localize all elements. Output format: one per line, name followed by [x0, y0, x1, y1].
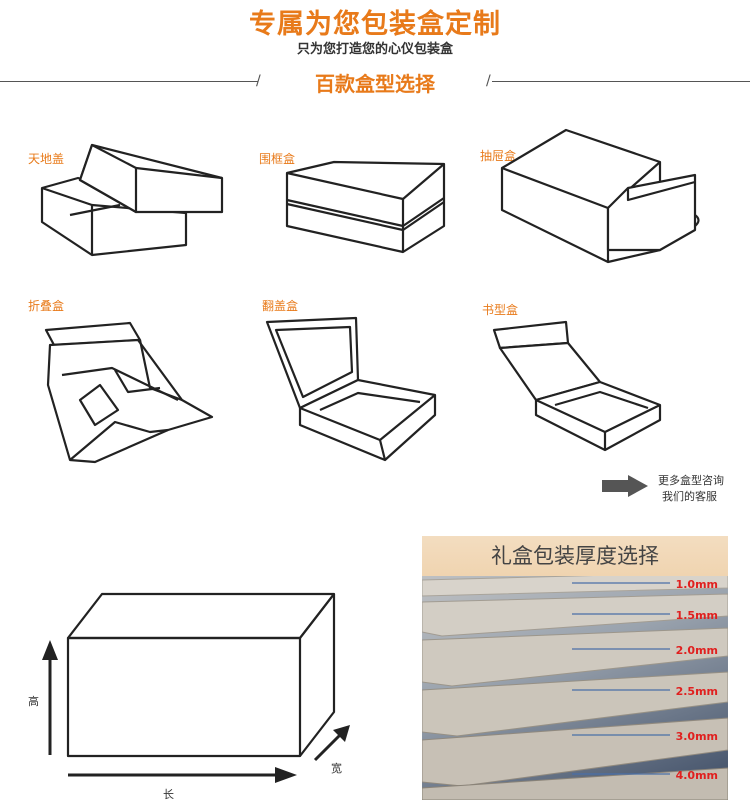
- thickness-option-5: 3.0mm: [675, 730, 718, 743]
- more-line-2: 我们的客服: [662, 490, 717, 503]
- section-title: 百款盒型选择: [315, 72, 435, 96]
- box-type-label-lid-base: 天地盖: [28, 152, 65, 166]
- thickness-option-1: 1.0mm: [675, 578, 718, 591]
- divider-left: [0, 81, 258, 82]
- width-arrow-icon: [313, 725, 350, 762]
- drawer-box-illustration: [500, 128, 700, 264]
- divider-slash-right: /: [486, 73, 491, 89]
- lid-base-box-illustration: [40, 143, 224, 257]
- more-box-types-info: 更多盒型咨询 我们的客服: [658, 473, 724, 505]
- page-subtitle: 只为您打造您的心仪包装盒: [296, 42, 453, 57]
- frame-box-illustration: [285, 160, 446, 254]
- height-label: 高: [28, 695, 39, 708]
- box-type-label-drawer: 抽屉盒: [480, 149, 517, 163]
- divider-slash-left: /: [256, 73, 261, 89]
- box-type-label-book: 书型盒: [482, 303, 519, 317]
- box-type-label-folding: 折叠盒: [28, 299, 65, 313]
- thickness-option-2: 1.5mm: [675, 609, 718, 622]
- box-type-label-frame: 围框盒: [259, 152, 296, 166]
- thickness-title: 礼盒包装厚度选择: [422, 536, 728, 576]
- length-label: 长: [163, 788, 174, 800]
- flip-box-illustration: [265, 316, 437, 462]
- more-line-1: 更多盒型咨询: [658, 474, 724, 487]
- page-title: 专属为您包装盒定制: [249, 9, 501, 40]
- thickness-option-6: 4.0mm: [675, 769, 718, 782]
- width-label: 宽: [331, 762, 342, 775]
- box-type-label-flip: 翻盖盒: [262, 299, 299, 313]
- thickness-boards-illustration: [422, 571, 728, 800]
- length-arrow-icon: [68, 767, 297, 783]
- folding-box-illustration: [44, 321, 214, 464]
- dimension-box-illustration: [66, 592, 336, 758]
- thickness-option-3: 2.0mm: [675, 644, 718, 657]
- height-arrow-icon: [42, 640, 58, 755]
- thickness-option-4: 2.5mm: [675, 685, 718, 698]
- more-arrow-icon: [602, 475, 648, 497]
- divider-right: [492, 81, 750, 82]
- book-box-illustration: [492, 320, 662, 452]
- thickness-panel: 礼盒包装厚度选择 1.0mm 1.5mm 2.0mm 2.5mm 3.0mm 4…: [422, 536, 728, 800]
